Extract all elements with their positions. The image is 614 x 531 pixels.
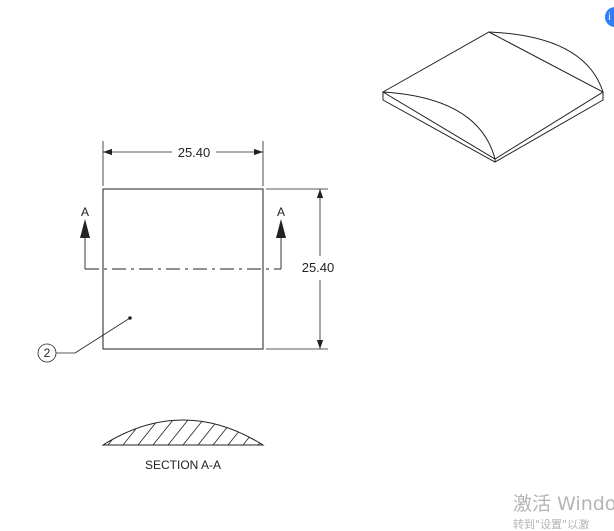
front-view-outline (102, 188, 264, 350)
section-letter-right: A (277, 205, 285, 219)
section-arrow-left (80, 219, 90, 238)
section-line (84, 238, 282, 270)
section-view (101, 419, 265, 446)
watermark-title: 激活 Windo (513, 493, 614, 515)
section-letter-left: A (81, 205, 89, 219)
width-dimension-text: 25.40 (178, 145, 211, 160)
info-badge-label: i (608, 11, 611, 23)
height-dimension (266, 188, 328, 350)
height-dimension-text: 25.40 (302, 260, 335, 275)
info-badge-icon[interactable]: i (605, 7, 614, 27)
section-arrow-right (276, 219, 286, 238)
watermark-subtitle: 转到"设置"以激 (513, 517, 589, 531)
width-dimension (102, 141, 264, 186)
leader-dot (128, 316, 132, 320)
isometric-view (382, 31, 605, 163)
balloon-callout (37, 317, 131, 363)
balloon-number: 2 (44, 346, 51, 360)
section-caption: SECTION A-A (145, 458, 221, 472)
